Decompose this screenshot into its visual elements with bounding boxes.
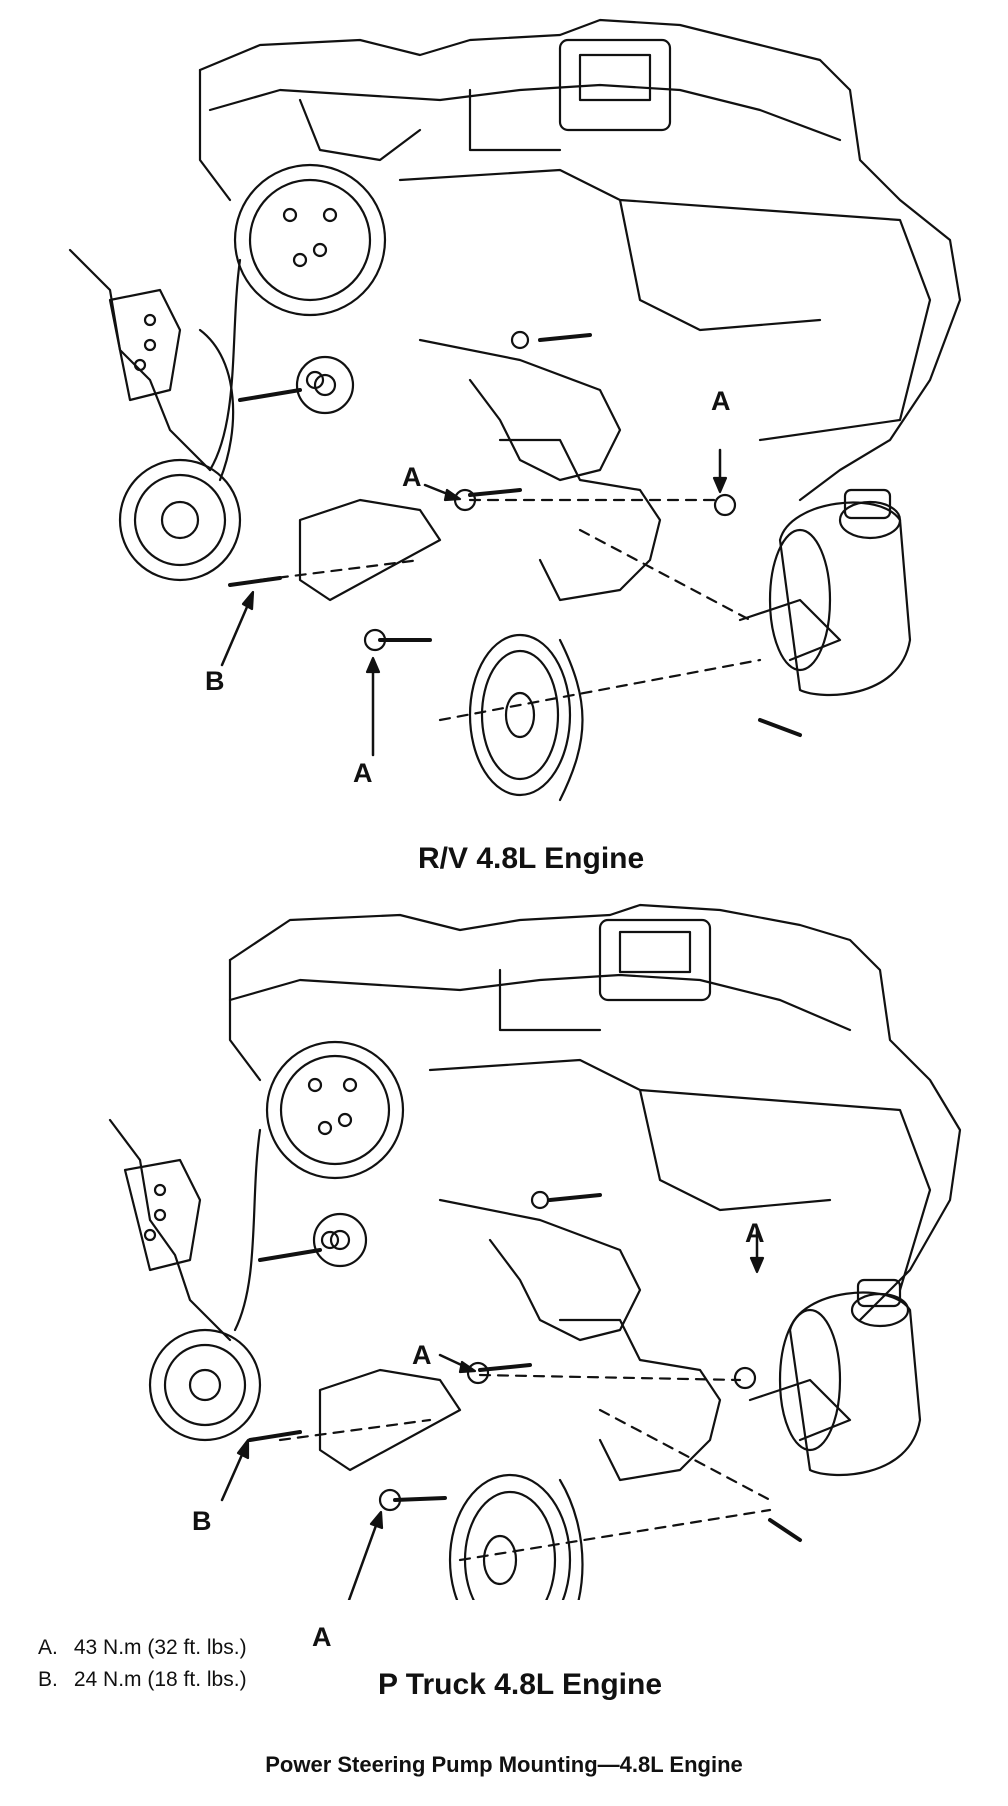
diagram-rv-engine: A A A B R/V 4.8L Engine (0, 0, 1008, 900)
callout-a: A (312, 1622, 332, 1652)
legend-value: 43 N.m (32 ft. lbs.) (73, 1636, 247, 1659)
diagram-caption: R/V 4.8L Engine (418, 842, 645, 875)
callout-a: A (412, 1340, 432, 1370)
callout-b: B (192, 1506, 212, 1536)
torque-legend: A. 43 N.m (32 ft. lbs.) B. 24 N.m (18 ft… (38, 1632, 247, 1696)
legend-key: B. (38, 1668, 58, 1691)
figure-title: Power Steering Pump Mounting—4.8L Engine (265, 1752, 743, 1777)
callout-b: B (205, 666, 225, 696)
legend-value: 24 N.m (18 ft. lbs.) (73, 1668, 247, 1691)
legend-item: B. 24 N.m (18 ft. lbs.) (38, 1664, 247, 1696)
callout-a: A (402, 462, 422, 492)
diagram-caption: P Truck 4.8L Engine (378, 1668, 663, 1701)
diagram-p-truck-engine: A A A B (0, 900, 1008, 1652)
legend-item: A. 43 N.m (32 ft. lbs.) (38, 1632, 247, 1664)
callout-a: A (745, 1218, 765, 1248)
callout-a: A (711, 386, 731, 416)
p-truck-engine-illustration (108, 903, 962, 1600)
callout-a: A (353, 758, 373, 788)
rv-engine-illustration (68, 18, 962, 802)
legend-key: A. (38, 1636, 58, 1659)
